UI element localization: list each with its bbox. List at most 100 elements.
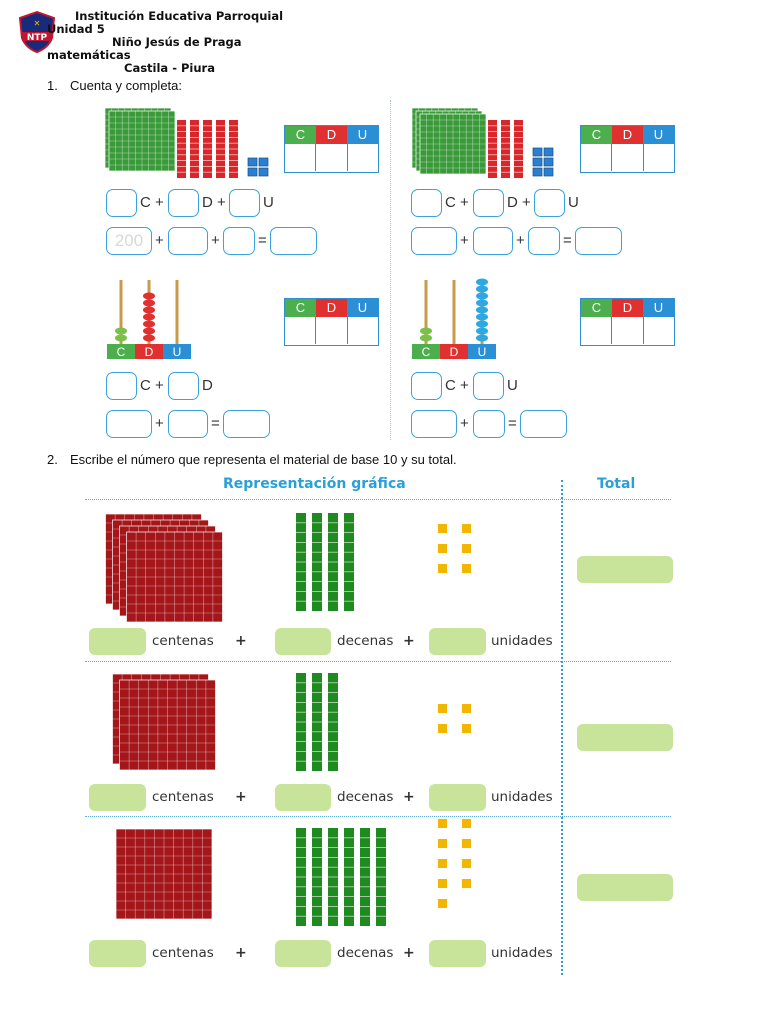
unit-cube [462,724,471,733]
answer-total[interactable] [577,724,673,751]
answer-box[interactable] [528,227,560,255]
answer-box-c[interactable] [411,372,442,400]
separator [85,816,671,817]
unit-cube [438,859,447,868]
cdu-cell[interactable] [315,317,346,344]
answer-box-d[interactable] [168,372,199,400]
abacus-bead [143,320,155,328]
unit-cube [438,704,447,713]
abacus-bead [476,299,488,307]
answer-box-u[interactable] [229,189,260,217]
unit-cube [438,724,447,733]
answer-decenas[interactable] [275,940,331,967]
answer-total[interactable] [577,556,673,583]
answer-box[interactable] [411,410,457,438]
answer-box-total[interactable] [223,410,270,438]
cdu-cell[interactable] [581,144,611,171]
answer-box-total[interactable] [270,227,317,255]
answer-unidades[interactable] [429,784,486,811]
cdu-cell[interactable] [642,317,674,344]
plus-sign: + [403,633,415,649]
unit-cube [438,839,447,848]
label-u: U [507,377,518,394]
answer-box-example: 200 [106,227,152,255]
abacus-rod [119,280,123,344]
label-centenas: centenas [152,633,214,649]
answer-total[interactable] [577,874,673,901]
answer-decenas[interactable] [275,628,331,655]
cdu-cell[interactable] [611,317,642,344]
abacus-label: D [450,345,459,359]
unit-cube [462,839,471,848]
label-d-plus: D + [507,194,531,211]
answer-box-c[interactable] [106,189,137,217]
abacus-bead [143,327,155,335]
plus-sign: + [516,232,525,249]
answer-unidades[interactable] [429,940,486,967]
abacus-base-0 [107,344,135,359]
abacus-base-1 [135,344,163,359]
cdu-cell[interactable] [346,144,378,171]
abacus-bead [143,306,155,314]
unit-cube [462,524,471,533]
abacus-bead [420,334,432,342]
exercise1-divider [390,100,391,440]
cdu-cell[interactable] [611,144,642,171]
answer-box-u[interactable] [473,372,504,400]
unit-cube [462,704,471,713]
answer-box[interactable] [106,410,152,438]
answer-box[interactable] [168,227,208,255]
equals-sign: = [508,415,517,432]
answer-unidades[interactable] [429,628,486,655]
example-value: 200 [114,231,144,250]
label-decenas: decenas [337,633,394,649]
answer-decenas[interactable] [275,784,331,811]
answer-box[interactable] [168,410,208,438]
answer-centenas[interactable] [89,940,146,967]
abacus-bead [115,327,127,335]
unit-cube [258,157,269,167]
answer-box-c[interactable] [106,372,137,400]
plus-sign: + [403,945,415,961]
answer-box-total[interactable] [520,410,567,438]
abacus-rod [175,280,179,344]
base10-row-1 [105,513,471,623]
total-column-divider [561,480,563,975]
label-c-plus: C + [140,194,164,211]
header-u: U [643,126,674,144]
header-d: D [316,299,347,317]
cdu-cell[interactable] [581,317,611,344]
answer-box-d[interactable] [168,189,199,217]
abacus-bead [476,320,488,328]
cdu-cell[interactable] [315,144,346,171]
unit-cube [247,167,258,177]
school-logo: NTP ✕ [18,10,56,54]
cdu-cell[interactable] [346,317,378,344]
answer-box[interactable] [473,410,505,438]
abacus-bead [476,292,488,300]
answer-box-c[interactable] [411,189,442,217]
abacus-base-1 [440,344,468,359]
plus-sign: + [211,232,220,249]
unit-cube [462,859,471,868]
answer-box-d[interactable] [473,189,504,217]
cdu-cell[interactable] [285,317,315,344]
unit-cube [532,157,543,167]
answer-centenas[interactable] [89,628,146,655]
answer-box[interactable] [223,227,255,255]
cdu-cell[interactable] [642,144,674,171]
label-unidades: unidades [491,945,553,961]
answer-centenas[interactable] [89,784,146,811]
shield-icon: NTP ✕ [18,10,56,54]
unit-cube [258,167,269,177]
answer-box-total[interactable] [575,227,622,255]
unit-cube [462,879,471,888]
answer-box[interactable] [411,227,457,255]
abacus-label: C [117,345,126,359]
answer-box-u[interactable] [534,189,565,217]
abacus-bead [143,292,155,300]
cdu-cell[interactable] [285,144,315,171]
answer-box[interactable] [473,227,513,255]
